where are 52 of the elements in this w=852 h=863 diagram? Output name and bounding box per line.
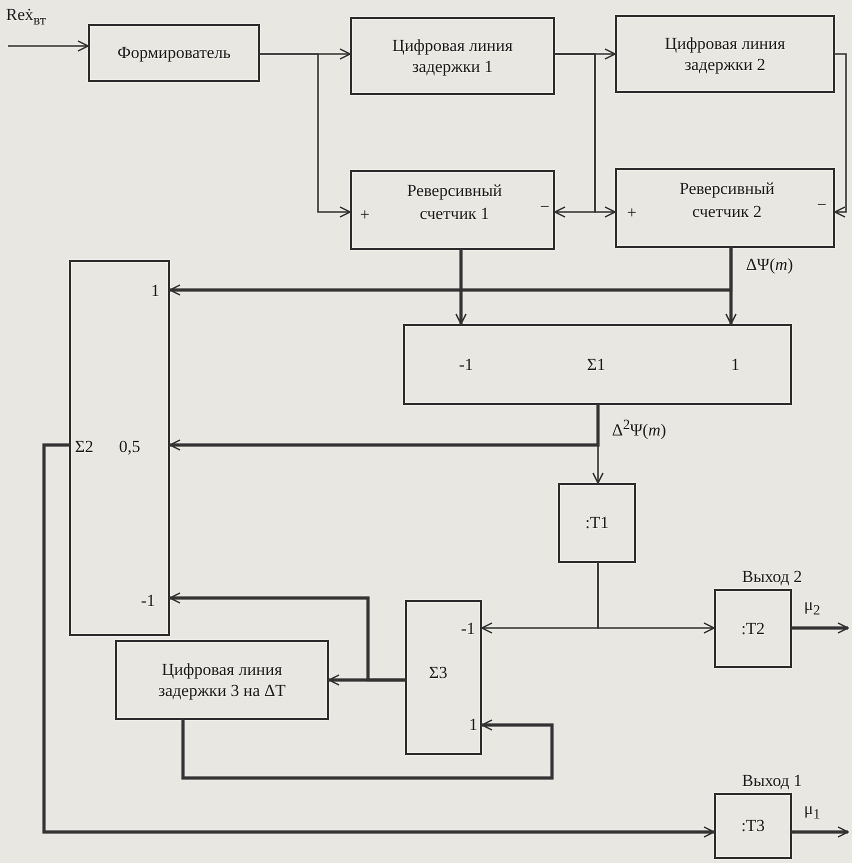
block-title: :T1 <box>584 512 610 534</box>
summator-box <box>69 260 170 636</box>
port-label: -1 <box>141 592 156 611</box>
arrow <box>597 563 715 634</box>
block-title: Цифровая линия задержки 1 <box>391 34 514 78</box>
process-box <box>350 17 555 95</box>
port-label: 1 <box>151 282 160 301</box>
bus-arrow <box>792 622 849 634</box>
block-title: Цифровая линия задержки 3 на ΔT <box>157 658 287 702</box>
signal-label: Reẋ$_{вт}$ <box>6 6 46 29</box>
port-label: Σ1 <box>587 356 606 375</box>
edge-label: Δ$^{2}$Ψ(m) <box>610 418 668 440</box>
process-box <box>350 170 555 250</box>
port-label: 1 <box>469 716 478 735</box>
arrow <box>555 53 616 218</box>
bus-arrow <box>455 250 467 325</box>
edge-label: ΔΨ(m) <box>744 256 796 275</box>
block-title: Цифровая линия задержки 2 <box>664 32 786 76</box>
port-label: − <box>540 198 550 217</box>
output-label: Выход 2 <box>742 568 802 587</box>
port-label: -1 <box>459 356 474 375</box>
bus-arrow <box>169 248 733 296</box>
block-title: Реверсивный счетчик 2 <box>678 178 776 223</box>
port-label: + <box>627 204 637 223</box>
output-symbol: μ$_{2}$ <box>804 596 820 619</box>
output-symbol: μ$_{1}$ <box>804 800 820 823</box>
process-box <box>115 640 329 720</box>
bus-arrow <box>792 826 849 838</box>
bus-arrow <box>169 405 600 451</box>
process-box <box>615 168 835 248</box>
block-title: :T2 <box>740 618 766 640</box>
block-title: Формирователь <box>116 42 232 64</box>
bus-arrow <box>42 443 715 838</box>
arrow <box>260 53 351 218</box>
output-label: Выход 1 <box>742 772 802 791</box>
summator-box <box>403 324 792 405</box>
block-title: :T3 <box>740 815 766 838</box>
process-box <box>88 24 260 82</box>
bus-arrow <box>328 674 405 686</box>
port-label: Σ3 <box>429 664 448 683</box>
bus-arrow <box>181 719 554 780</box>
port-label: 1 <box>731 356 740 375</box>
arrow <box>8 40 89 52</box>
port-label: -1 <box>461 620 476 639</box>
summator-box <box>405 600 482 755</box>
process-box <box>615 15 835 93</box>
arrow <box>834 53 847 218</box>
port-label: − <box>817 196 827 215</box>
port-label: + <box>360 206 370 225</box>
port-label: 0,5 <box>119 438 140 457</box>
block-title: Реверсивный счетчик 1 <box>406 180 504 225</box>
port-label: Σ2 <box>75 438 94 457</box>
